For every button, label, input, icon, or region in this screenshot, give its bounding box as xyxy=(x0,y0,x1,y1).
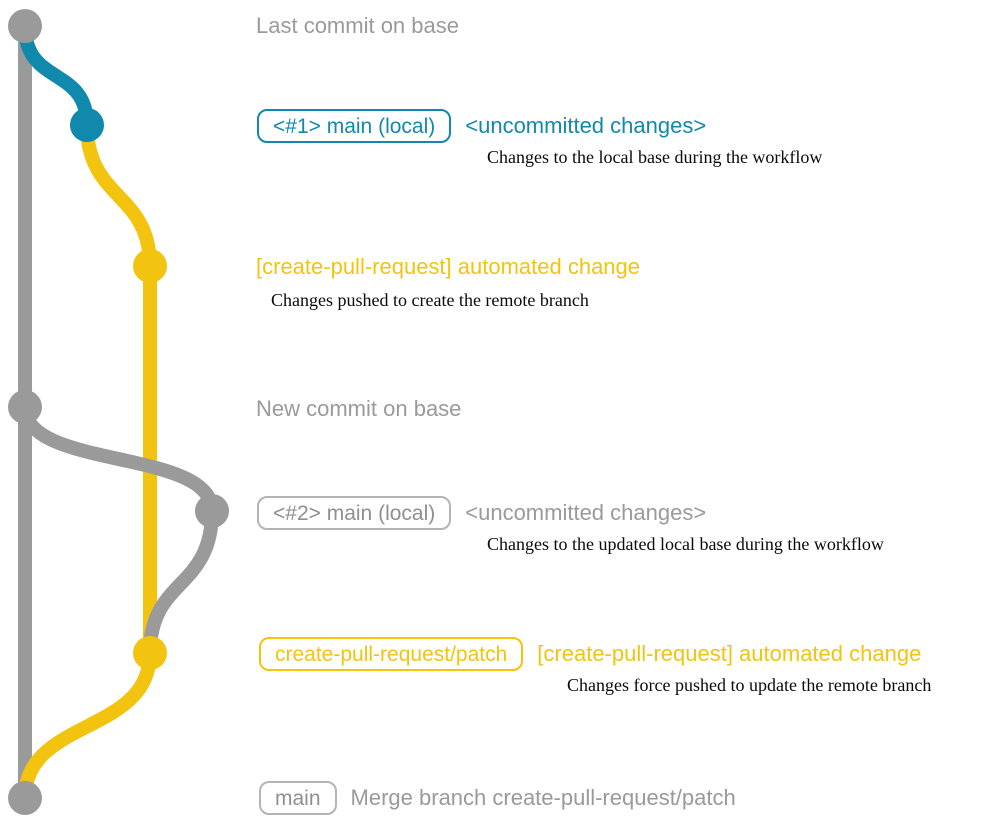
caption-automated-change-2: Changes force pushed to update the remot… xyxy=(567,675,932,695)
commit-node-local-1 xyxy=(70,108,104,142)
commit-message-merge: Merge branch create-pull-request/patch xyxy=(350,785,736,810)
commit-node-base-merge xyxy=(8,781,42,815)
edge-local1-to-automated1 xyxy=(80,118,157,273)
branch-pill-local-2[interactable]: <#2> main (local) xyxy=(257,496,452,530)
commit-message-local-1: <uncommitted changes> xyxy=(465,113,707,138)
commit-message-automated-2: [create-pull-request] automated change xyxy=(537,641,922,666)
label-new-commit-on-base: New commit on base xyxy=(256,396,462,421)
git-graph xyxy=(8,9,229,815)
row-local-commit-1: <#1> main (local) <uncommitted changes> xyxy=(257,109,706,143)
commit-node-base-top xyxy=(8,9,42,43)
commit-node-automated-1 xyxy=(133,249,167,283)
commit-node-local-2 xyxy=(195,494,229,528)
row-merge-commit: main Merge branch create-pull-request/pa… xyxy=(259,781,736,815)
commit-message-local-2: <uncommitted changes> xyxy=(465,500,707,525)
branch-pill-local-1[interactable]: <#1> main (local) xyxy=(257,109,452,143)
edge-basenew-to-local2 xyxy=(18,400,219,518)
commit-message-automated-1: [create-pull-request] automated change xyxy=(256,254,641,279)
branch-pill-create-pull-request-patch[interactable]: create-pull-request/patch xyxy=(259,637,524,671)
row-local-commit-2: <#2> main (local) <uncommitted changes> xyxy=(257,496,706,530)
edge-automated2-to-merge xyxy=(18,646,157,805)
commit-node-automated-2 xyxy=(133,636,167,670)
caption-local-commit-1: Changes to the local base during the wor… xyxy=(487,147,823,167)
label-last-commit-on-base: Last commit on base xyxy=(256,13,459,38)
row-automated-change-2: create-pull-request/patch [create-pull-r… xyxy=(259,637,921,671)
edge-base-to-local1 xyxy=(18,19,94,132)
commit-node-base-new xyxy=(8,390,42,424)
edge-local2-to-automated2 xyxy=(143,504,219,660)
branch-pill-main[interactable]: main xyxy=(259,781,337,815)
caption-local-commit-2: Changes to the updated local base during… xyxy=(487,534,884,554)
caption-automated-change-1: Changes pushed to create the remote bran… xyxy=(271,290,589,310)
